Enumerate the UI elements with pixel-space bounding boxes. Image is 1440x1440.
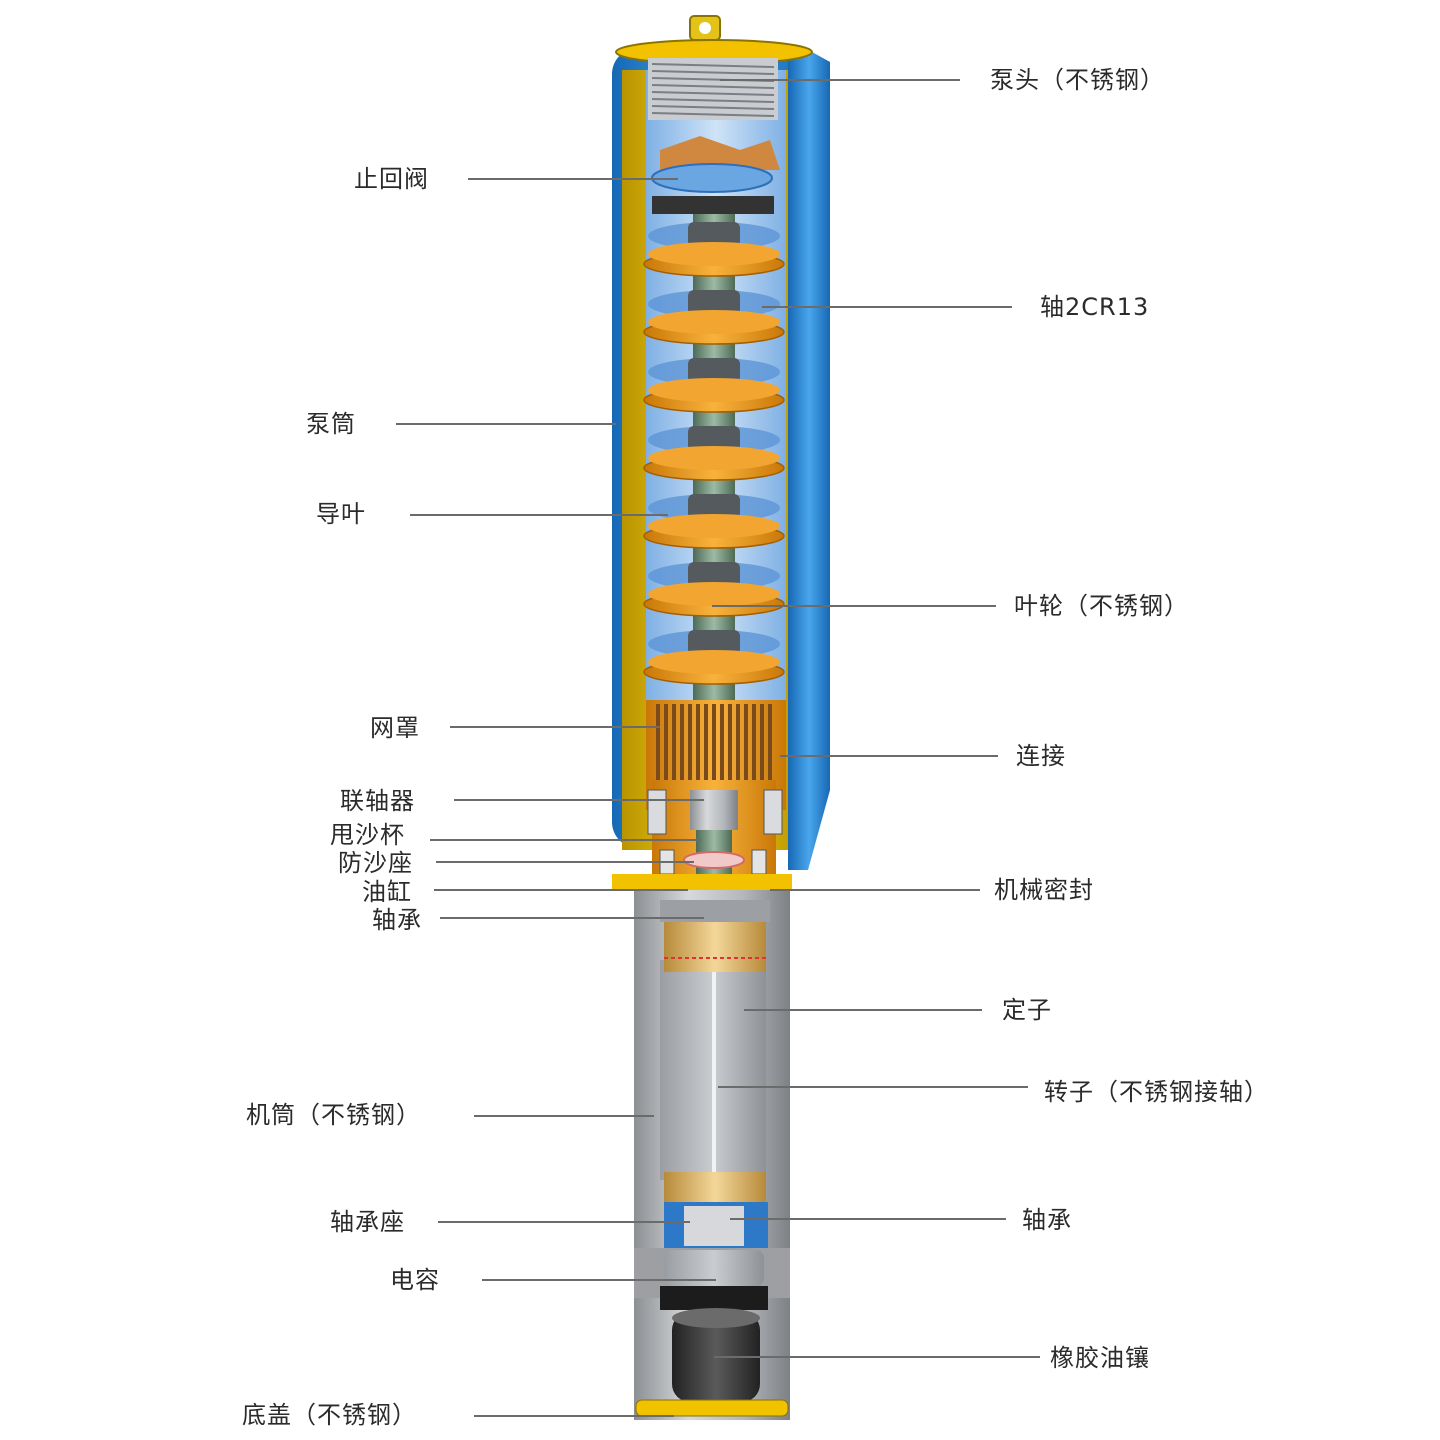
label-pump-head: 泵头（不锈钢） bbox=[990, 66, 1165, 94]
impeller-shroud bbox=[648, 378, 780, 402]
impeller-stack bbox=[643, 222, 785, 685]
label-diffuser: 导叶 bbox=[316, 500, 366, 528]
label-sand-guard: 防沙座 bbox=[338, 849, 413, 877]
screen-bar bbox=[704, 704, 708, 780]
pump-body bbox=[612, 15, 830, 890]
label-strainer: 网罩 bbox=[370, 714, 420, 742]
label-mechanical-seal: 机械密封 bbox=[994, 876, 1094, 904]
screen-bar bbox=[752, 704, 756, 780]
screen-bar bbox=[728, 704, 732, 780]
label-shaft: 轴2CR13 bbox=[1040, 293, 1150, 321]
motor-body bbox=[634, 890, 790, 1420]
strainer-screen bbox=[656, 704, 772, 780]
label-oil-cylinder: 油缸 bbox=[362, 878, 412, 906]
impeller-shroud bbox=[648, 582, 780, 606]
screen-bar bbox=[720, 704, 724, 780]
label-bearing-upper: 轴承 bbox=[372, 906, 422, 934]
screen-bar bbox=[760, 704, 764, 780]
label-bottom-cap: 底盖（不锈钢） bbox=[242, 1401, 417, 1429]
label-connection: 连接 bbox=[1016, 742, 1066, 770]
screen-bar bbox=[672, 704, 676, 780]
impeller-shroud bbox=[648, 514, 780, 538]
label-rotor: 转子（不锈钢接轴） bbox=[1044, 1078, 1269, 1106]
impeller-shroud bbox=[648, 446, 780, 470]
label-coupling: 联轴器 bbox=[340, 787, 415, 815]
screen-bar bbox=[768, 704, 772, 780]
impeller-hub bbox=[688, 494, 740, 520]
label-pump-barrel: 泵筒 bbox=[306, 410, 356, 438]
label-check-valve: 止回阀 bbox=[354, 165, 429, 193]
label-rubber-diaphragm: 橡胶油镶 bbox=[1050, 1344, 1150, 1372]
screen-bar bbox=[680, 704, 684, 780]
impeller-shroud bbox=[648, 310, 780, 334]
label-bearing-lower: 轴承 bbox=[1022, 1206, 1072, 1234]
screen-bar bbox=[696, 704, 700, 780]
label-stator: 定子 bbox=[1002, 996, 1052, 1024]
screen-bar bbox=[656, 704, 660, 780]
label-impeller: 叶轮（不锈钢） bbox=[1014, 592, 1189, 620]
screen-bar bbox=[712, 704, 716, 780]
screen-bar bbox=[736, 704, 740, 780]
label-bearing-seat: 轴承座 bbox=[330, 1208, 405, 1236]
impeller-hub bbox=[688, 290, 740, 316]
impeller-shroud bbox=[648, 242, 780, 266]
screen-bar bbox=[744, 704, 748, 780]
impeller-hub bbox=[688, 562, 740, 588]
leader-lines bbox=[396, 79, 1040, 1417]
impeller-hub bbox=[688, 222, 740, 248]
pump-head-thread bbox=[648, 58, 778, 120]
impeller-hub bbox=[688, 426, 740, 452]
label-motor-barrel: 机筒（不锈钢） bbox=[246, 1101, 421, 1129]
impeller-shroud bbox=[648, 650, 780, 674]
impeller-hub bbox=[688, 630, 740, 656]
impeller-hub bbox=[688, 358, 740, 384]
screen-bar bbox=[688, 704, 692, 780]
screen-bar bbox=[664, 704, 668, 780]
label-sand-slinger: 甩沙杯 bbox=[330, 821, 405, 849]
label-capacitor: 电容 bbox=[390, 1266, 440, 1294]
